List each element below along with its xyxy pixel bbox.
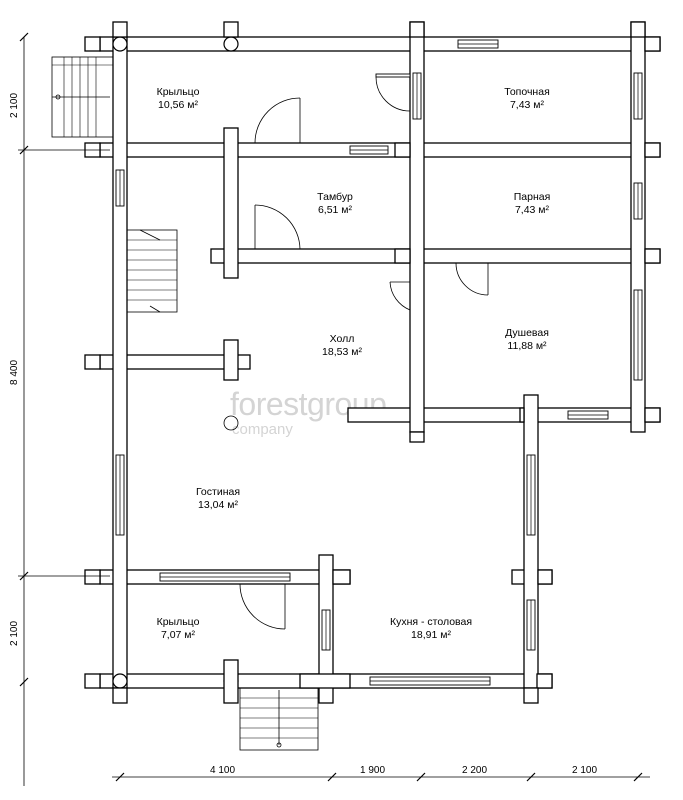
dim-bottom-4: 2 100 bbox=[572, 765, 597, 776]
room-name-porch-bottom: Крыльцо bbox=[157, 616, 200, 628]
dimension-bottom: 4 100 1 900 2 200 2 100 bbox=[112, 765, 650, 782]
room-area-steam: 7,43 м² bbox=[515, 204, 550, 216]
room-area-kitchen: 18,91 м² bbox=[411, 629, 451, 641]
doors bbox=[239, 73, 489, 630]
room-name-furnace: Топочная bbox=[504, 86, 550, 98]
walls bbox=[99, 21, 661, 704]
entry-stair-bottom bbox=[239, 687, 319, 751]
dim-bottom-1: 4 100 bbox=[210, 765, 235, 776]
dimension-left: 2 100 8 400 2 100 bbox=[9, 32, 110, 786]
watermark: forestgroup company bbox=[230, 386, 387, 438]
room-area-shower: 11,88 м² bbox=[507, 340, 547, 352]
stove-icon bbox=[223, 415, 239, 431]
room-area-vestibule: 6,51 м² bbox=[318, 204, 353, 216]
room-name-steam: Парная bbox=[514, 191, 551, 203]
cross-extensions bbox=[84, 21, 661, 704]
room-name-shower: Душевая bbox=[505, 327, 549, 339]
room-area-living: 13,04 м² bbox=[198, 499, 238, 511]
room-name-hall: Холл bbox=[330, 333, 355, 345]
watermark-sub: company bbox=[232, 421, 293, 438]
room-area-porch-bottom: 7,07 м² bbox=[161, 629, 196, 641]
entry-stair-top bbox=[51, 56, 114, 138]
dim-left-top: 2 100 bbox=[9, 93, 20, 118]
dim-left-middle: 8 400 bbox=[9, 360, 20, 385]
room-area-porch-top: 10,56 м² bbox=[158, 99, 198, 111]
interior-stair bbox=[126, 229, 178, 313]
room-name-vestibule: Тамбур bbox=[317, 191, 353, 203]
room-labels: Крыльцо 10,56 м² Топочная 7,43 м² Тамбур… bbox=[157, 86, 551, 641]
dim-bottom-3: 2 200 bbox=[462, 765, 487, 776]
room-area-hall: 18,53 м² bbox=[322, 346, 362, 358]
windows bbox=[115, 39, 643, 686]
room-name-living: Гостиная bbox=[196, 486, 240, 498]
dim-left-bottom: 2 100 bbox=[9, 621, 20, 646]
room-name-porch-top: Крыльцо bbox=[157, 86, 200, 98]
room-name-kitchen: Кухня - столовая bbox=[390, 616, 472, 628]
dim-bottom-2: 1 900 bbox=[360, 765, 385, 776]
room-area-furnace: 7,43 м² bbox=[510, 99, 545, 111]
